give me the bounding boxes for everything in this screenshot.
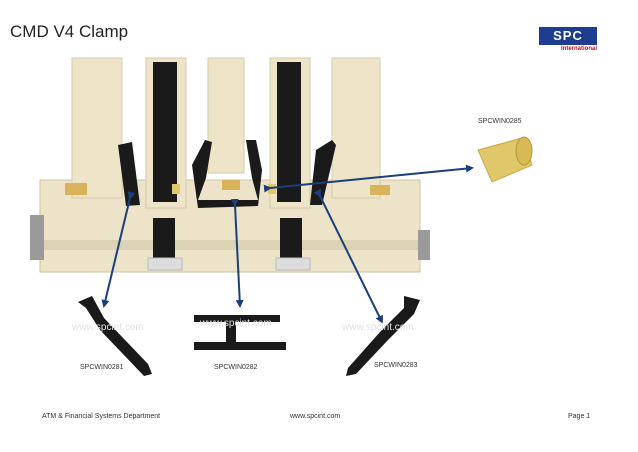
footer-department: ATM & Financial Systems Department xyxy=(42,413,161,420)
part-label-gear: SPCWIN0285 xyxy=(478,118,522,125)
watermark: www.spcint.com xyxy=(200,318,272,329)
clamp-assembly-photo xyxy=(30,57,430,273)
arrow-to-left-lever xyxy=(101,191,136,308)
part-label-right-lever: SPCWIN0283 xyxy=(374,362,418,369)
arrow-to-fork xyxy=(230,198,244,308)
part-label-left-lever: SPCWIN0281 xyxy=(80,364,124,371)
part-label-fork: SPCWIN0282 xyxy=(214,364,258,371)
gear-part-spcwin0285 xyxy=(477,136,533,183)
spc-logo: SPC International xyxy=(539,27,597,57)
footer-website-link[interactable]: www.spcint.com xyxy=(290,413,341,420)
arrow-to-gear xyxy=(263,164,474,193)
watermark: www.spcint.com xyxy=(342,322,414,333)
fork-part-spcwin0282 xyxy=(194,315,286,350)
lever-part-spcwin0283 xyxy=(346,296,420,376)
logo-text: SPC xyxy=(539,27,597,45)
callout-arrows xyxy=(101,164,474,324)
logo-subtext: International xyxy=(560,46,597,52)
lever-part-spcwin0281 xyxy=(78,296,152,376)
page-title: CMD V4 Clamp xyxy=(10,22,129,41)
watermark: www.spcint.com xyxy=(72,322,144,333)
footer-page-number: Page 1 xyxy=(568,413,591,420)
arrow-to-right-lever xyxy=(313,188,383,324)
